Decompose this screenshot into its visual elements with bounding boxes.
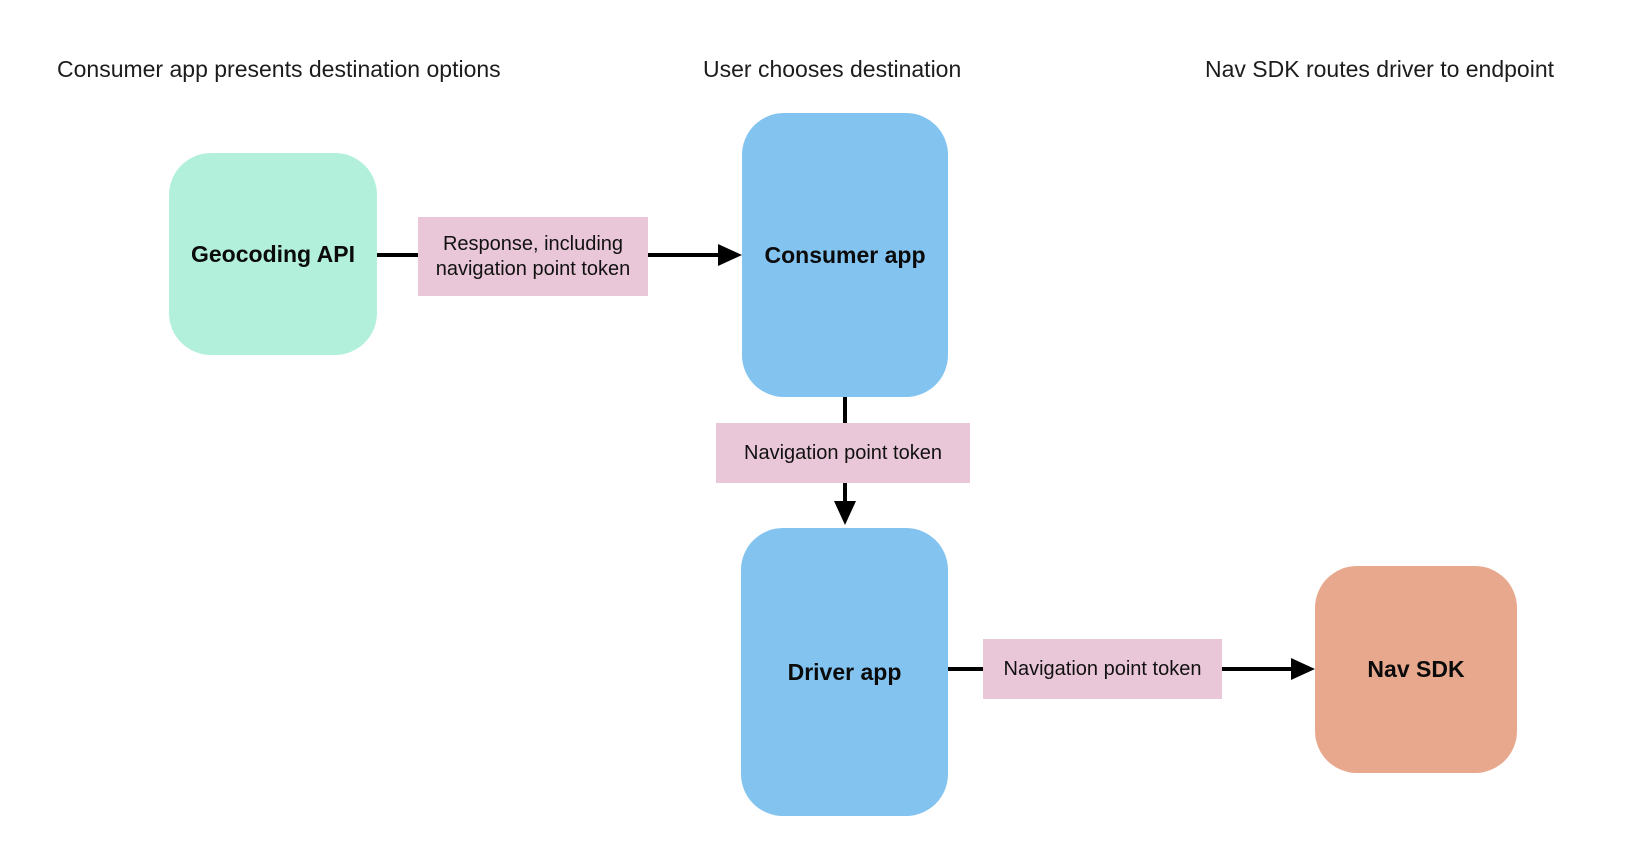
node-nav-sdk: Nav SDK: [1315, 566, 1517, 773]
connector-token-label-to-navsdk: [1222, 667, 1292, 671]
node-geocoding-api-label: Geocoding API: [191, 240, 355, 267]
node-driver-app: Driver app: [741, 528, 948, 816]
edge-label-response-token-text: Response, including navigation point tok…: [435, 232, 631, 280]
node-driver-app-label: Driver app: [787, 658, 902, 685]
node-nav-sdk-label: Nav SDK: [1367, 656, 1465, 682]
node-geocoding-api: Geocoding API: [169, 153, 377, 355]
edge-label-nav-point-token-1-text: Navigation point token: [744, 441, 942, 464]
arrowhead-right-icon: [718, 244, 742, 266]
edge-label-nav-point-token-2: Navigation point token: [983, 639, 1222, 699]
edge-label-nav-point-token-2-text: Navigation point token: [1003, 657, 1202, 680]
arrowhead-down-icon: [834, 501, 856, 525]
connector-geocoding-to-response-label: [377, 253, 418, 257]
step-header-consumer-presents: Consumer app presents destination option…: [57, 56, 501, 82]
arrowhead-right-icon: [1291, 658, 1315, 680]
step-header-user-chooses: User chooses destination: [703, 56, 962, 82]
connector-response-label-to-consumer: [648, 253, 720, 257]
edge-label-nav-point-token-1: Navigation point token: [716, 423, 970, 483]
edge-label-response-token: Response, including navigation point tok…: [418, 217, 648, 296]
node-consumer-app: Consumer app: [742, 113, 948, 397]
step-header-navsdk-routes: Nav SDK routes driver to endpoint: [1205, 56, 1555, 82]
connector-driver-to-token-label: [948, 667, 983, 671]
node-consumer-app-label: Consumer app: [764, 241, 926, 268]
